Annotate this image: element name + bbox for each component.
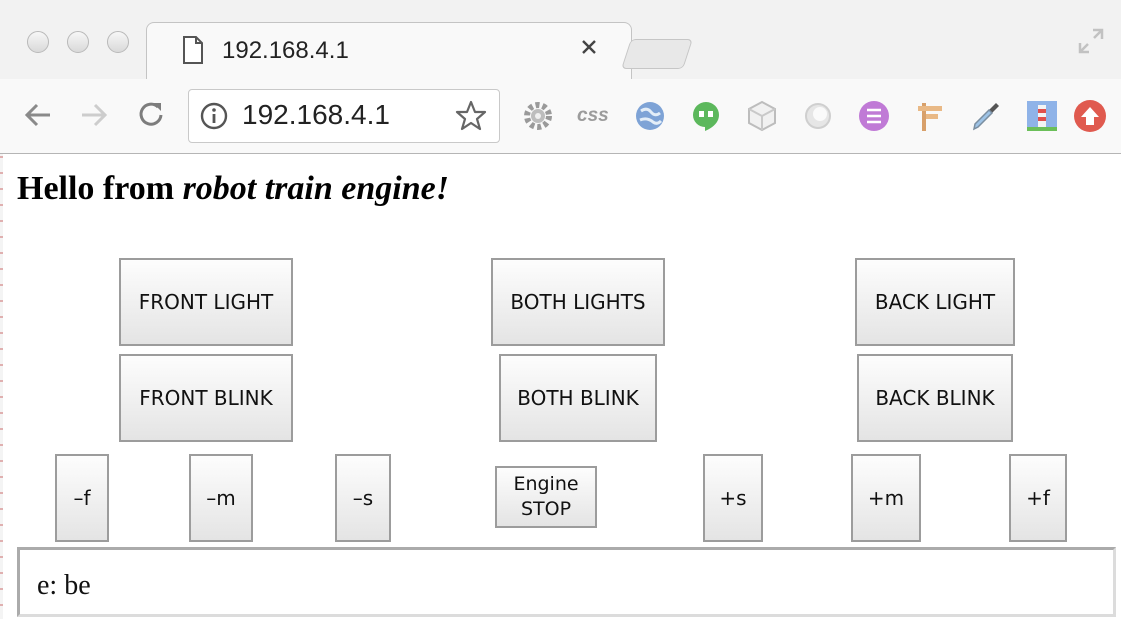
heading-text: Hello from [17, 170, 183, 207]
speed-minus-medium-button[interactable]: –m [189, 454, 253, 542]
window-edge [0, 30, 3, 619]
page-icon [183, 36, 203, 64]
speed-minus-fast-button[interactable]: –f [55, 454, 109, 542]
address-bar[interactable] [188, 89, 500, 143]
list-icon[interactable] [857, 99, 891, 133]
back-arrow-icon[interactable] [21, 98, 55, 132]
gear-icon[interactable] [521, 99, 555, 133]
both-blink-button[interactable]: BOTH BLINK [499, 354, 657, 442]
tab-close-icon[interactable] [578, 36, 600, 58]
signpost-icon[interactable] [913, 99, 947, 133]
engine-stop-line1: Engine [513, 473, 579, 495]
back-light-button[interactable]: BACK LIGHT [855, 258, 1015, 346]
forward-arrow-icon[interactable] [77, 98, 111, 132]
speed-plus-medium-button[interactable]: +m [851, 454, 921, 542]
status-log-field[interactable]: e: be [17, 547, 1116, 617]
both-lights-button[interactable]: BOTH LIGHTS [491, 258, 665, 346]
lighthouse-icon[interactable] [1025, 99, 1059, 133]
speed-minus-slow-button[interactable]: –s [335, 454, 391, 542]
circle-icon[interactable] [801, 99, 835, 133]
speed-plus-fast-button[interactable]: +f [1009, 454, 1067, 542]
heading-emphasis: robot train engine! [182, 170, 449, 207]
upload-icon[interactable] [1073, 99, 1107, 133]
globe-icon[interactable] [633, 99, 667, 133]
engine-stop-line2: STOP [520, 498, 572, 520]
bookmark-star-icon[interactable] [454, 99, 488, 133]
tab-title: 192.168.4.1 [222, 37, 349, 64]
front-light-button[interactable]: FRONT LIGHT [119, 258, 293, 346]
front-blink-button[interactable]: FRONT BLINK [119, 354, 293, 442]
fullscreen-icon[interactable] [1076, 26, 1106, 56]
cube-icon[interactable] [745, 99, 779, 133]
page-heading: Hello from robot train engine! [17, 170, 449, 208]
browser-chrome: 192.168.4.1 192.168.4.1 css [0, 0, 1121, 154]
browser-tab[interactable] [146, 22, 632, 79]
info-icon[interactable] [199, 101, 229, 131]
url-text: 192.168.4.1 [242, 99, 390, 130]
speed-plus-slow-button[interactable]: +s [703, 454, 763, 542]
new-tab-button[interactable] [621, 39, 693, 69]
css-icon[interactable]: css [577, 105, 609, 126]
eyedropper-icon[interactable] [969, 99, 1003, 133]
engine-stop-button[interactable]: Engine STOP [495, 466, 597, 528]
minimize-window-button[interactable] [67, 31, 89, 53]
close-window-button[interactable] [27, 31, 49, 53]
zoom-window-button[interactable] [107, 31, 129, 53]
reload-icon[interactable] [134, 98, 168, 132]
hangouts-icon[interactable] [689, 99, 723, 133]
back-blink-button[interactable]: BACK BLINK [857, 354, 1013, 442]
browser-toolbar [0, 79, 1121, 153]
